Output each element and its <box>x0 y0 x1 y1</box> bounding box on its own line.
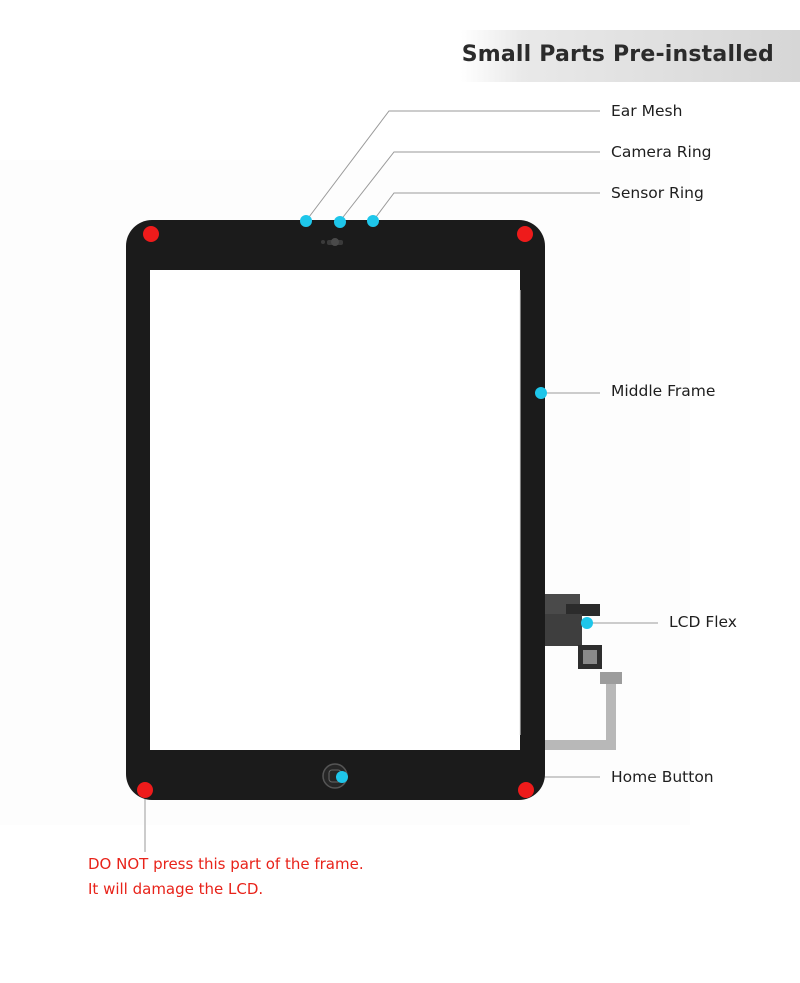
home-button-marker <box>336 771 348 783</box>
corner-top-left-marker <box>143 226 159 242</box>
front-camera <box>331 238 339 246</box>
home-button-label: Home Button <box>611 768 714 786</box>
ear-mesh-marker <box>300 215 312 227</box>
camera-ring-label: Camera Ring <box>611 143 712 161</box>
cyan-markers <box>300 215 593 783</box>
warning-line-2: It will damage the LCD. <box>88 880 264 898</box>
lcd-flex-label: LCD Flex <box>669 613 737 631</box>
banner: Small Parts Pre-installed <box>461 30 800 82</box>
camera-ring-leader <box>339 151 600 222</box>
corner-bottom-left-marker <box>137 782 153 798</box>
middle-frame-marker <box>535 387 547 399</box>
camera-ring-marker <box>334 216 346 228</box>
leader-lines <box>144 110 658 852</box>
middle-frame-label: Middle Frame <box>611 382 716 400</box>
warning-line-1: DO NOT press this part of the frame. <box>88 855 364 873</box>
lcd-flex-cable <box>540 594 622 750</box>
corner-top-right-marker <box>517 226 533 242</box>
ear-mesh-leader <box>305 110 600 222</box>
red-markers <box>137 226 534 798</box>
lcd-flex-marker <box>581 617 593 629</box>
ear-mesh-label: Ear Mesh <box>611 102 683 120</box>
banner-title: Small Parts Pre-installed <box>461 42 774 67</box>
warning-note: DO NOT press this part of the frame. It … <box>88 852 364 902</box>
corner-bottom-right-marker <box>518 782 534 798</box>
sensor-ring-leader <box>372 192 600 222</box>
sensor-ring-label: Sensor Ring <box>611 184 704 202</box>
display-window <box>150 270 520 750</box>
sensor-ring-marker <box>367 215 379 227</box>
